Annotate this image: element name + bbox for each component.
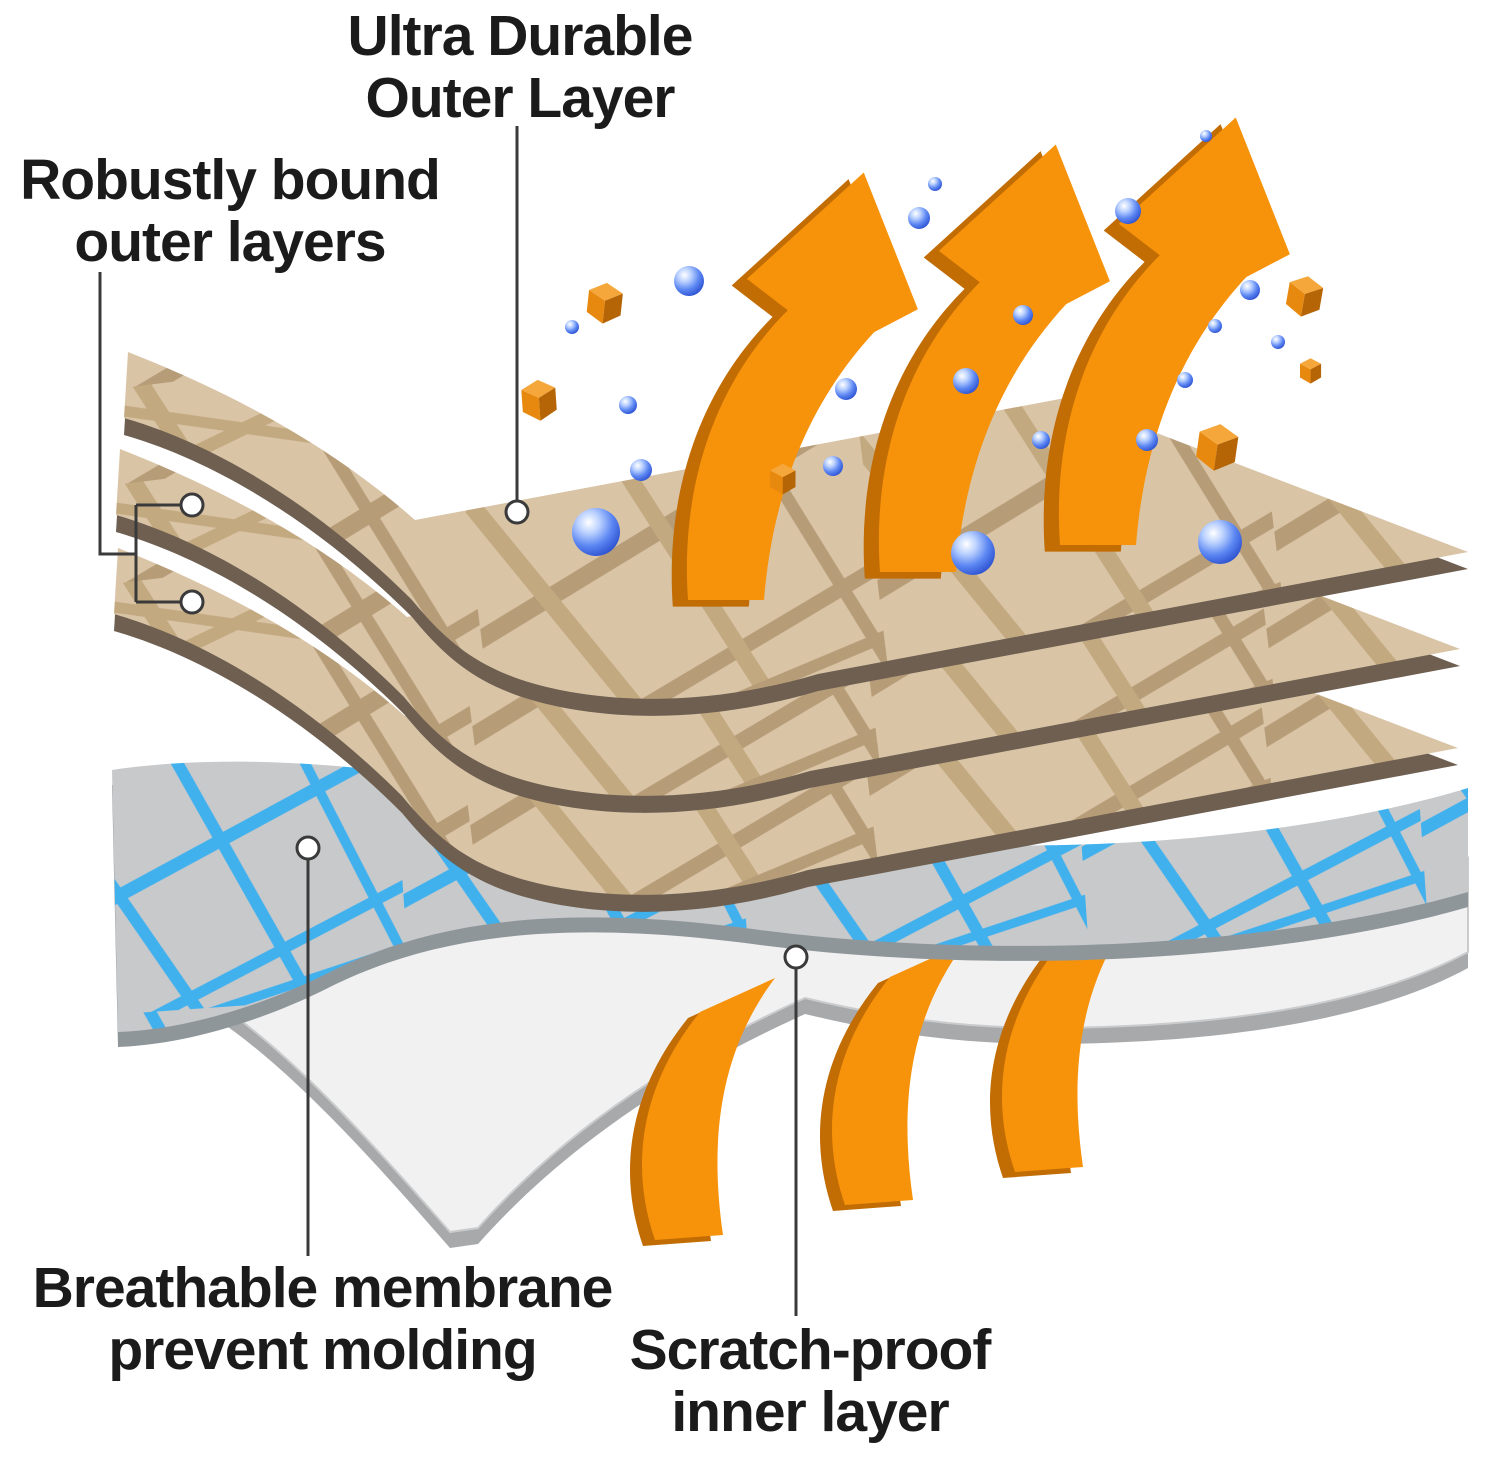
label-line: Robustly bound bbox=[20, 148, 441, 212]
callout-robustly-bound bbox=[98, 272, 205, 615]
label-line: inner layer bbox=[671, 1379, 949, 1444]
callout-breathable-membrane bbox=[295, 835, 321, 1256]
callout-ultra-durable bbox=[504, 126, 530, 525]
label-line: Ultra Durable bbox=[347, 4, 694, 68]
scratch-proof-label: Scratch-proof inner layer bbox=[505, 1318, 1115, 1444]
label-line: Breathable membrane bbox=[32, 1256, 614, 1320]
label-line: prevent molding bbox=[108, 1317, 537, 1382]
moisture-bubbles bbox=[565, 130, 1285, 575]
breathable-membrane-label: Breathable membrane prevent molding bbox=[0, 1256, 645, 1382]
label-line: Scratch-proof bbox=[629, 1318, 992, 1382]
ultra-durable-outer-layer-label: Ultra Durable Outer Layer bbox=[250, 4, 790, 130]
callout-scratch-proof bbox=[783, 944, 809, 1316]
label-line: outer layers bbox=[74, 209, 386, 274]
label-line: Outer Layer bbox=[365, 65, 676, 130]
robustly-bound-label: Robustly bound outer layers bbox=[0, 148, 460, 274]
